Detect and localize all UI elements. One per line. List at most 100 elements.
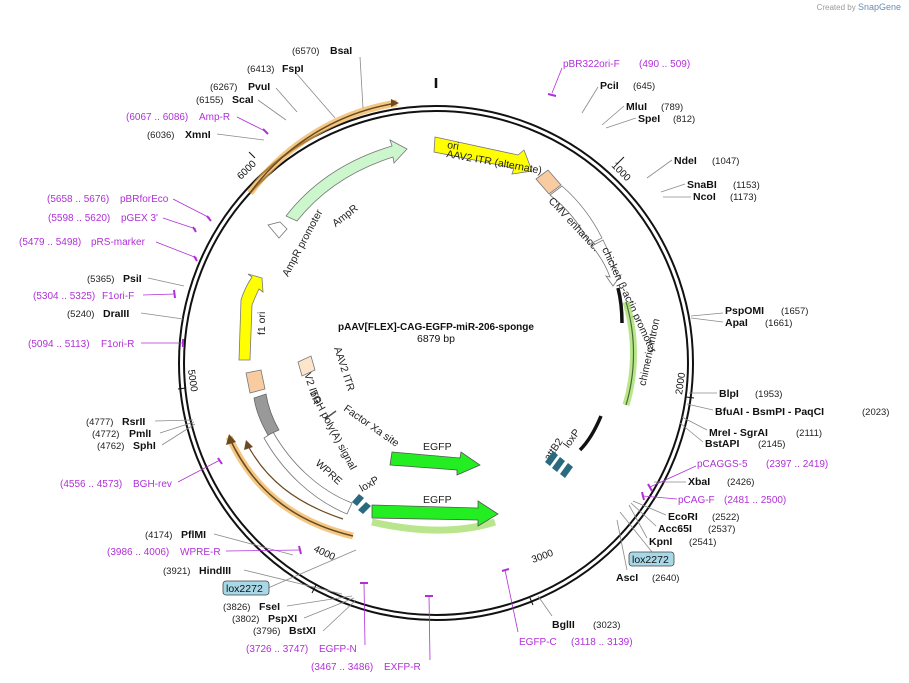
enzyme-mlui[interactable]: MluI(789): [601, 101, 683, 126]
svg-text:BGH-rev: BGH-rev: [133, 479, 172, 490]
svg-text:(4762): (4762): [97, 441, 124, 452]
credit-prefix: Created by: [816, 3, 856, 12]
svg-text:WPRE-R: WPRE-R: [180, 547, 221, 558]
primer-f1ori-f[interactable]: (5304 .. 5325)F1ori-F: [33, 289, 176, 302]
factor-xa-label: Factor Xa site: [341, 403, 401, 450]
svg-text:EXFP-R: EXFP-R: [384, 662, 421, 673]
enzyme-pspomi[interactable]: PspOMI(1657): [690, 305, 808, 317]
enzyme-blpi[interactable]: BlpI(1953): [689, 388, 782, 400]
enzyme-ncoi[interactable]: NcoI(1173): [663, 191, 757, 203]
tick-6000: 6000: [235, 151, 259, 182]
enzyme-ecori[interactable]: EcoRI(2522): [632, 500, 739, 523]
enzyme-spei[interactable]: SpeI(812): [605, 113, 695, 129]
cba-promoter-feature: [591, 239, 622, 287]
enzyme-xmni[interactable]: (6036)XmnI: [147, 129, 265, 141]
svg-text:(490 .. 509): (490 .. 509): [639, 59, 690, 70]
svg-text:(645): (645): [633, 81, 655, 92]
primer-pcaggs-5[interactable]: pCAGGS-5(2397 .. 2419): [647, 459, 828, 492]
svg-text:BfuAI - BsmPI - PaqCI: BfuAI - BsmPI - PaqCI: [715, 406, 824, 418]
enzyme-bsai[interactable]: (6570)BsaI: [292, 45, 364, 109]
svg-text:(2537): (2537): [708, 524, 735, 535]
wpre-label: WPRE: [313, 457, 344, 487]
svg-text:SnaBI: SnaBI: [687, 179, 717, 191]
enzyme-asci[interactable]: AscI(2640): [616, 519, 679, 584]
primer-f1ori-r[interactable]: (5094 .. 5113)F1ori-R: [28, 339, 184, 350]
factor-xa-mark: [324, 410, 337, 420]
tick-2000: 2000: [674, 371, 695, 399]
enzyme-pcii[interactable]: PciI(645): [581, 80, 655, 114]
enzyme-sphi[interactable]: (4762)SphI: [97, 423, 196, 452]
svg-text:PspXI: PspXI: [268, 613, 297, 625]
wpre-region-arrowhead: [226, 434, 236, 445]
primer-pgex-3[interactable]: (5598 .. 5620) pGEX 3': [48, 213, 197, 233]
enzyme-scai[interactable]: (6155)ScaI: [196, 94, 287, 121]
svg-text:(1047): (1047): [712, 156, 739, 167]
enzyme-bfuai[interactable]: BfuAI - BsmPI - PaqCI(2023): [686, 403, 889, 418]
enzyme-xbai[interactable]: XbaI(2426): [654, 476, 754, 488]
svg-text:(1661): (1661): [765, 318, 792, 329]
svg-text:(6267): (6267): [210, 82, 237, 93]
svg-text:PvuI: PvuI: [248, 81, 270, 93]
enzyme-ndei[interactable]: NdeI (1047): [646, 155, 739, 179]
svg-text:(2426): (2426): [727, 477, 754, 488]
enzyme-snabi[interactable]: SnaBI(1153): [660, 179, 760, 193]
primer-bgh-rev[interactable]: (4556 .. 4573)BGH-rev: [60, 457, 223, 490]
enzyme-apai[interactable]: ApaI(1661): [690, 317, 792, 329]
lox2272-tag-left[interactable]: lox2272: [222, 549, 357, 596]
snapgene-logo: SnapGene: [857, 2, 901, 12]
svg-text:HindIII: HindIII: [199, 565, 231, 577]
svg-text:PmlI: PmlI: [129, 428, 151, 440]
svg-text:Amp-R: Amp-R: [199, 112, 230, 123]
svg-text:(3796): (3796): [253, 626, 280, 637]
enzyme-rsrii[interactable]: (4777)RsrII: [86, 416, 194, 428]
svg-text:(3023): (3023): [593, 620, 620, 631]
intron-line: [625, 301, 635, 406]
enzyme-pspxi[interactable]: (3802)PspXI: [232, 597, 355, 625]
amp-region-line: [249, 102, 398, 194]
primer-exfp-r[interactable]: (3467 .. 3486)EXFP-R: [311, 595, 433, 673]
enzyme-fspi[interactable]: (6413)FspI: [247, 63, 336, 119]
enzyme-hindiii[interactable]: (3921)HindIII: [163, 565, 343, 595]
svg-text:FspI: FspI: [282, 63, 304, 75]
svg-text:(1657): (1657): [781, 306, 808, 317]
enzyme-pflmi[interactable]: (4174)PflMI: [145, 529, 294, 556]
enzyme-bstapi[interactable]: BstAPI(2145): [679, 422, 785, 450]
wpre-inner-line: [245, 441, 344, 520]
enzyme-pmli[interactable]: (4772)PmlI: [92, 421, 195, 440]
enzyme-kpni[interactable]: KpnI(2541): [628, 504, 716, 548]
lox2272-tag-right[interactable]: lox2272: [619, 511, 675, 567]
enzyme-mrei[interactable]: MreI - SgrAI(2111): [681, 416, 822, 439]
svg-text:(5598 .. 5620): (5598 .. 5620): [48, 213, 110, 224]
enzyme-psii[interactable]: (5365)PsiI: [87, 273, 185, 287]
ampr-promoter-feature: [267, 221, 288, 239]
enzyme-draiii[interactable]: (5240)DraIII: [67, 308, 184, 320]
primer-egfp-c[interactable]: EGFP-C(3118 .. 3139): [501, 568, 633, 648]
svg-text:(4174): (4174): [145, 530, 172, 541]
primer-pcag-f[interactable]: pCAG-F (2481 .. 2500): [641, 491, 786, 506]
svg-text:(2481 .. 2500): (2481 .. 2500): [724, 495, 786, 506]
svg-text:F1ori-R: F1ori-R: [101, 339, 134, 350]
enzyme-bglii[interactable]: BglII(3023): [537, 595, 620, 631]
svg-text:pCAG-F: pCAG-F: [678, 495, 715, 506]
primer-wpre-r[interactable]: (3986 .. 4006)WPRE-R: [107, 545, 302, 558]
itr-alt-feature: [535, 169, 562, 195]
primer-pbr322ori-f[interactable]: pBR322ori-F(490 .. 509): [547, 59, 690, 97]
svg-text:EcoRI: EcoRI: [668, 511, 698, 523]
enzyme-fsei[interactable]: (3826)FseI: [223, 595, 353, 613]
svg-text:(2541): (2541): [689, 537, 716, 548]
svg-text:NdeI: NdeI: [674, 155, 697, 167]
svg-text:PsiI: PsiI: [123, 273, 142, 285]
svg-text:AscI: AscI: [616, 572, 638, 584]
itr-inner-label: AAV2 ITR: [331, 345, 357, 393]
primer-pbrforeco[interactable]: (5658 .. 5676)pBRforEco: [47, 194, 212, 222]
svg-text:pCAGGS-5: pCAGGS-5: [697, 459, 748, 470]
primer-amp-r[interactable]: (6067 .. 6086)Amp-R: [126, 112, 269, 135]
primer-prs-marker[interactable]: (5479 .. 5498)pRS-marker: [19, 237, 198, 262]
enzyme-acc65i[interactable]: Acc65I(2537): [630, 502, 735, 535]
svg-text:pGEX 3': pGEX 3': [121, 213, 158, 224]
lox-left-b: [358, 502, 371, 514]
svg-text:BsaI: BsaI: [330, 45, 352, 57]
enzyme-pvui[interactable]: (6267) PvuI: [210, 81, 298, 113]
enzyme-bstxi[interactable]: (3796)BstXI: [253, 599, 357, 637]
primer-egfp-n[interactable]: (3726 .. 3747)EGFP-N: [246, 582, 368, 655]
